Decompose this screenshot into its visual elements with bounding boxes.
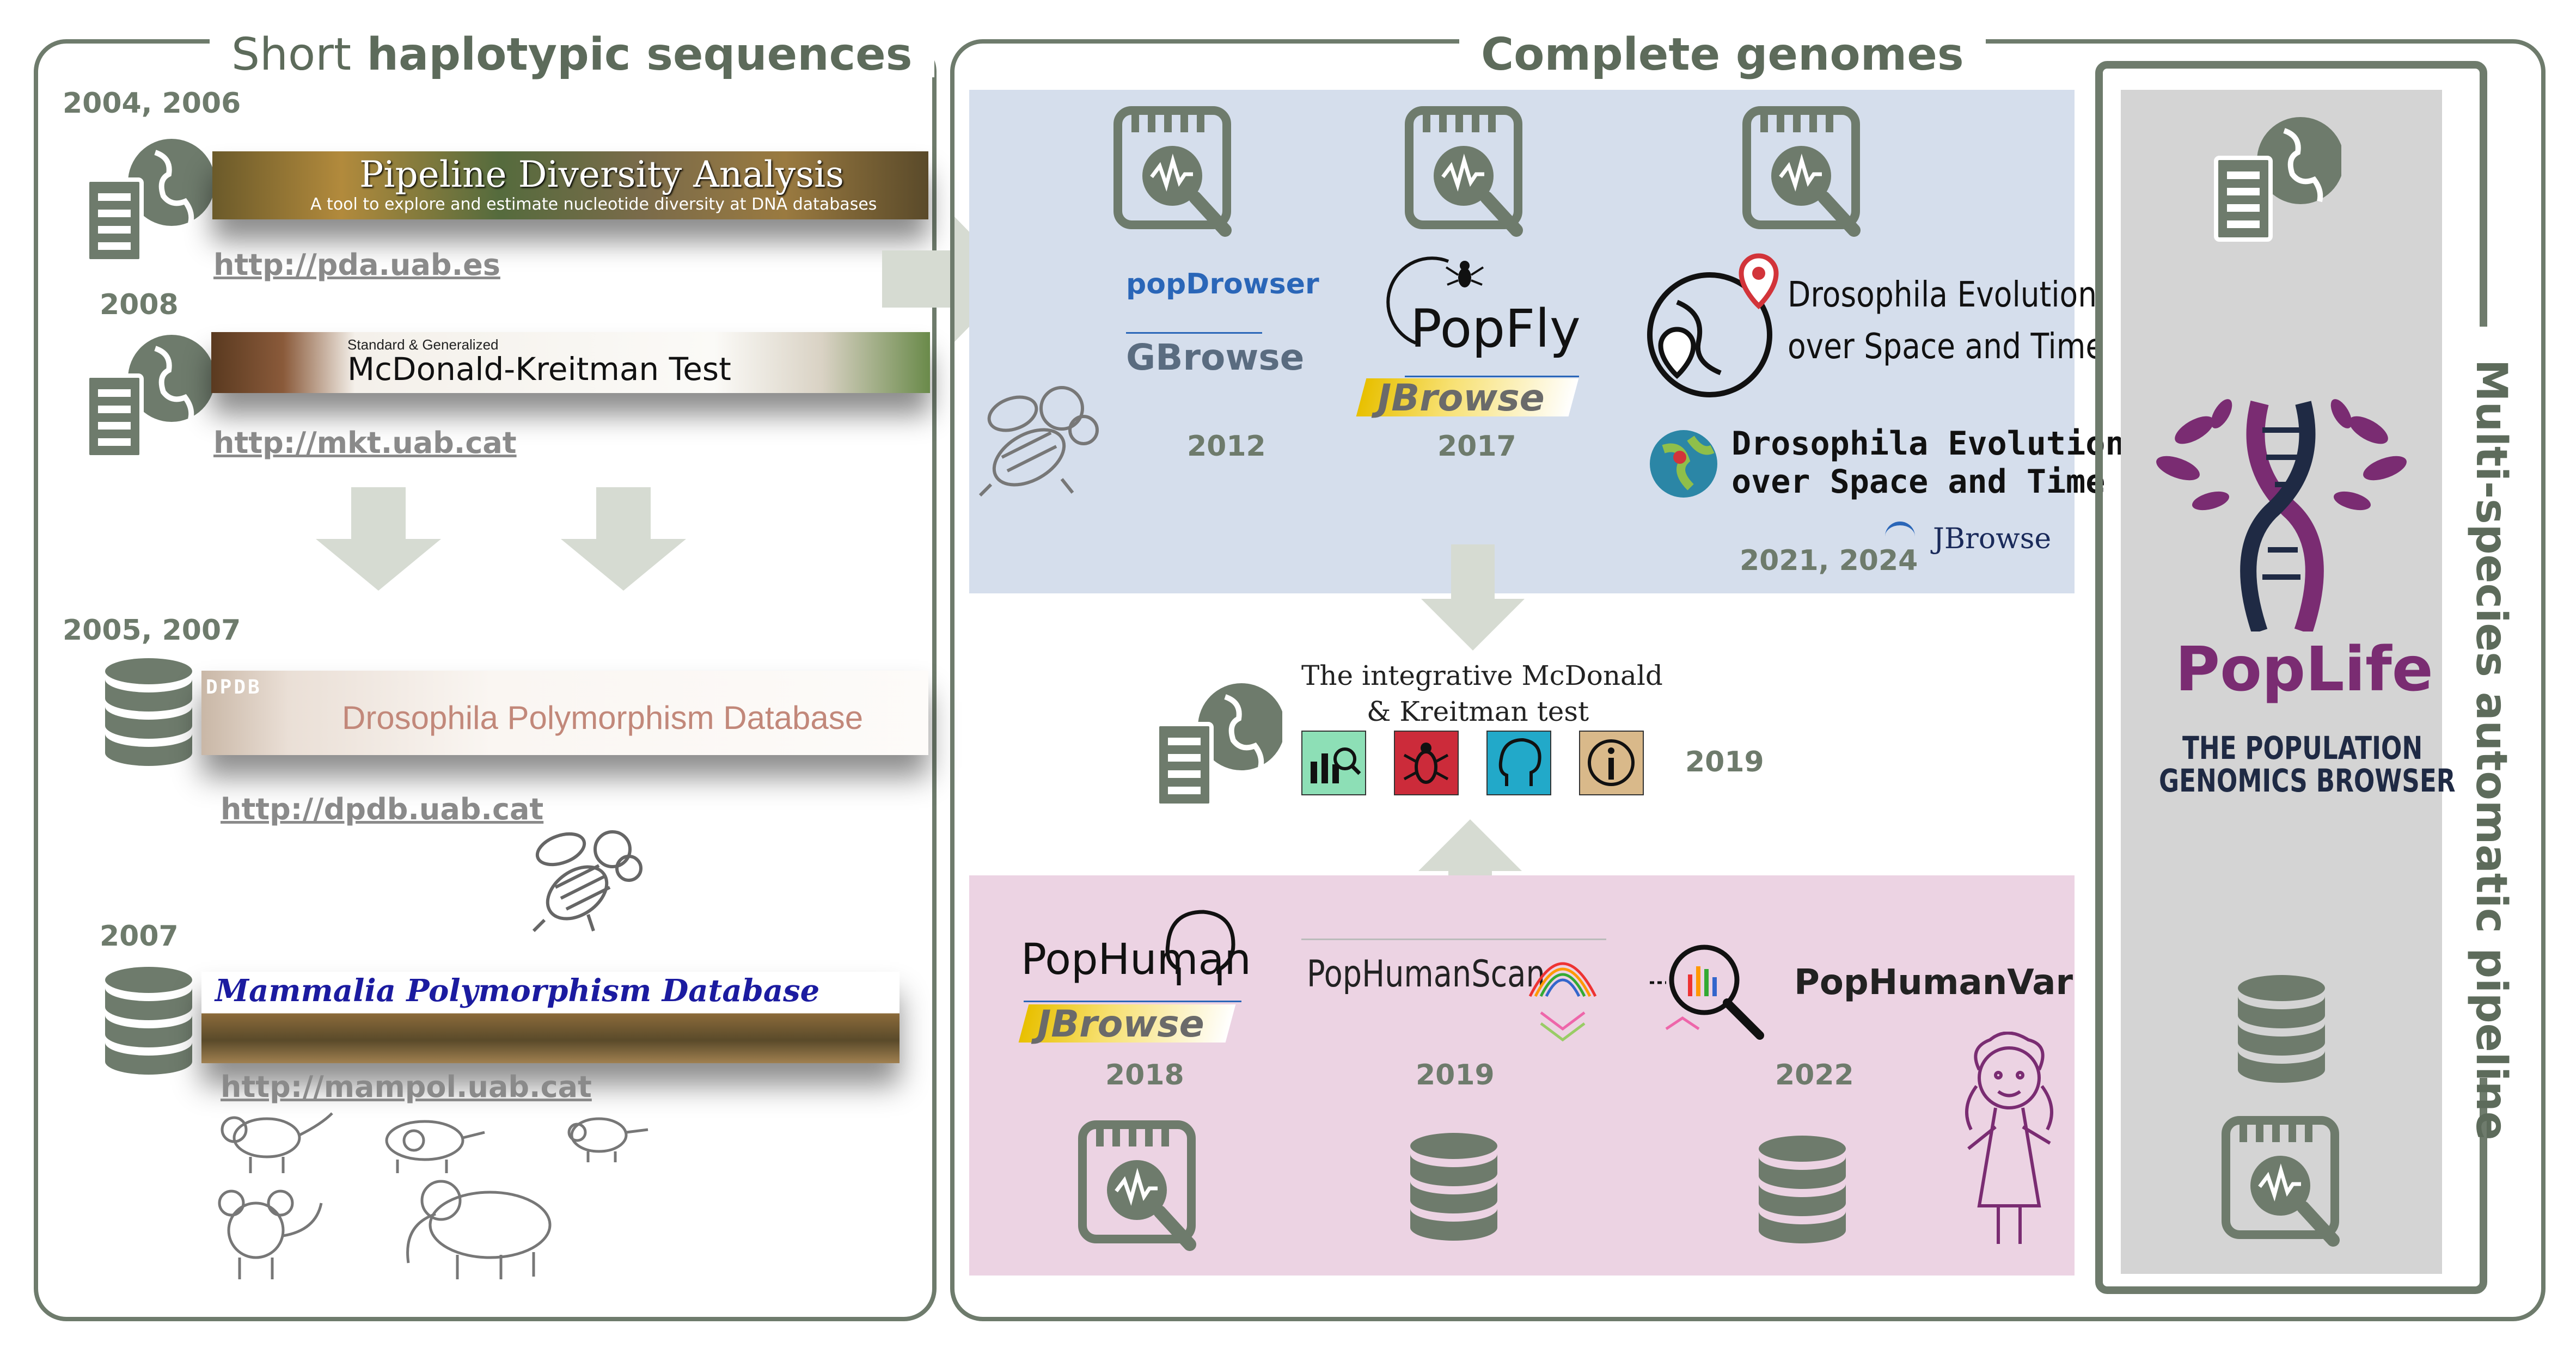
imkt-line1: The integrative McDonald [1301,660,1663,691]
mkt-pre: Standard & Generalized [347,336,499,353]
popfly-label[interactable]: PopFly [1410,298,1581,359]
poplife-dna-tree-icon [2156,399,2407,631]
jbrowse-label-2: JBrowse [1037,1003,1204,1046]
year-imkt: 2019 [1685,746,1764,778]
genome-browser-icon [2222,1116,2340,1247]
database-icon [105,658,192,766]
poplife-title[interactable]: PopLife [2175,634,2433,705]
year-2018: 2018 [1105,1059,1184,1092]
jbrowse2-label: JBrowse [1933,523,2052,555]
poplife-tag2: GENOMICS BROWSER [2159,762,2456,799]
imkt-line2: & Kreitman test [1367,696,1589,727]
dpdb-url[interactable]: http://dpdb.uab.cat [221,792,544,826]
pda-title: Pipeline Diversity Analysis [359,154,845,195]
mkt-banner[interactable]: Standard & Generalized McDonald-Kreitman… [211,332,930,393]
jbrowse-label: JBrowse [1378,377,1545,420]
gbrowse-rule [1126,332,1262,334]
animal-doodles-icon [218,1112,648,1279]
head-profile-icon [1165,910,1235,985]
mkt-title: McDonald-Kreitman Test [347,351,731,388]
rainbow-arcs-icon [1528,962,1597,1042]
pophuman-label[interactable]: PopHuman [1021,935,1251,984]
imkt-human-icon[interactable] [1486,731,1551,795]
web-server-icon [85,335,212,459]
year-2012: 2012 [1187,430,1266,463]
mampol-url[interactable]: http://mampol.uab.cat [221,1070,592,1104]
down-arrow-icon [1421,544,1525,651]
fly-logo-icon [1386,256,1484,345]
down-arrow-icon [561,487,686,591]
database-icon [1759,1136,1846,1243]
genome-browser-icon [1113,106,1232,237]
fly-doodle-icon [532,830,643,933]
web-server-icon [1155,683,1282,808]
scan-rule [1301,939,1606,940]
genome-browser-icon [1742,106,1861,237]
year-mkt: 2008 [100,289,179,321]
girl-doodle-icon [1965,1032,2053,1244]
magnifier-icon [1650,945,1764,1040]
mampol-title: Mammalia Polymorphism Database [215,973,820,1009]
popdrowser-label[interactable]: popDrowser [1126,268,1319,301]
globe-icon [1650,430,1717,498]
fly-doodle-icon [978,386,1099,497]
year-2021-2024: 2021, 2024 [1740,544,1918,577]
popfly-rule [1405,376,1579,377]
dest-line1: Drosophila Evolution [1788,275,2097,315]
mampol-banner[interactable]: Mammalia Polymorphism Database [201,972,900,1063]
genome-browser-icon [1078,1120,1196,1251]
genome-browser-icon [1405,106,1523,237]
mkt-url[interactable]: http://mkt.uab.cat [213,426,517,460]
web-server-icon [2214,117,2341,242]
jbrowse2-mark [1885,522,1915,542]
imkt-chart-icon[interactable] [1301,731,1366,795]
imkt-fly-icon[interactable] [1394,731,1459,795]
web-server-icon [85,139,212,263]
pda-banner[interactable]: Pipeline Diversity Analysis A tool to ex… [212,151,928,219]
center-heading: Complete genomes [1459,33,1986,77]
dest-line2: over Space and Time [1788,327,2104,367]
year-2019-scan: 2019 [1416,1059,1495,1092]
database-icon [105,967,192,1075]
pipeline-vertical-text: Multi-species automatic pipeline [2467,359,2516,1140]
year-2022: 2022 [1775,1059,1854,1092]
dest2-line1: Drosophila Evolution [1731,425,2125,463]
pipeline-vertical-label: Multi-species automatic pipeline [2461,359,2516,1140]
pophuman-rule [1024,1001,1241,1002]
pophumanvar-label[interactable]: PopHumanVar [1794,962,2073,1003]
poplife-tag1: THE POPULATION [2182,729,2423,767]
year-mampol: 2007 [100,920,179,953]
dpdb-title: Drosophila Polymorphism Database [342,700,864,736]
dest2-line2: over Space and Time [1731,463,2106,501]
year-dpdb: 2005, 2007 [63,614,241,647]
pda-url[interactable]: http://pda.uab.es [213,248,500,282]
left-heading: Short haplotypic sequences [210,33,934,77]
year-pda: 2004, 2006 [63,87,241,120]
gbrowse-label: GBrowse [1126,336,1305,378]
map-pin-globe-icon [1647,253,1779,397]
down-arrow-icon [316,487,441,591]
up-arrow-icon [1418,819,1522,925]
pipeline-bracket-gap [2472,327,2494,1078]
dpdb-banner[interactable]: DPDB Drosophila Polymorphism Database [201,671,928,755]
year-2017: 2017 [1437,430,1516,463]
pda-subtitle: A tool to explore and estimate nucleotid… [310,195,877,214]
pophumanscan-label[interactable]: PopHumanScan [1307,953,1545,996]
database-icon [2238,975,2325,1083]
imkt-info-icon[interactable] [1579,731,1644,795]
dpdb-badge: DPDB [206,676,262,698]
database-icon [1410,1133,1497,1241]
